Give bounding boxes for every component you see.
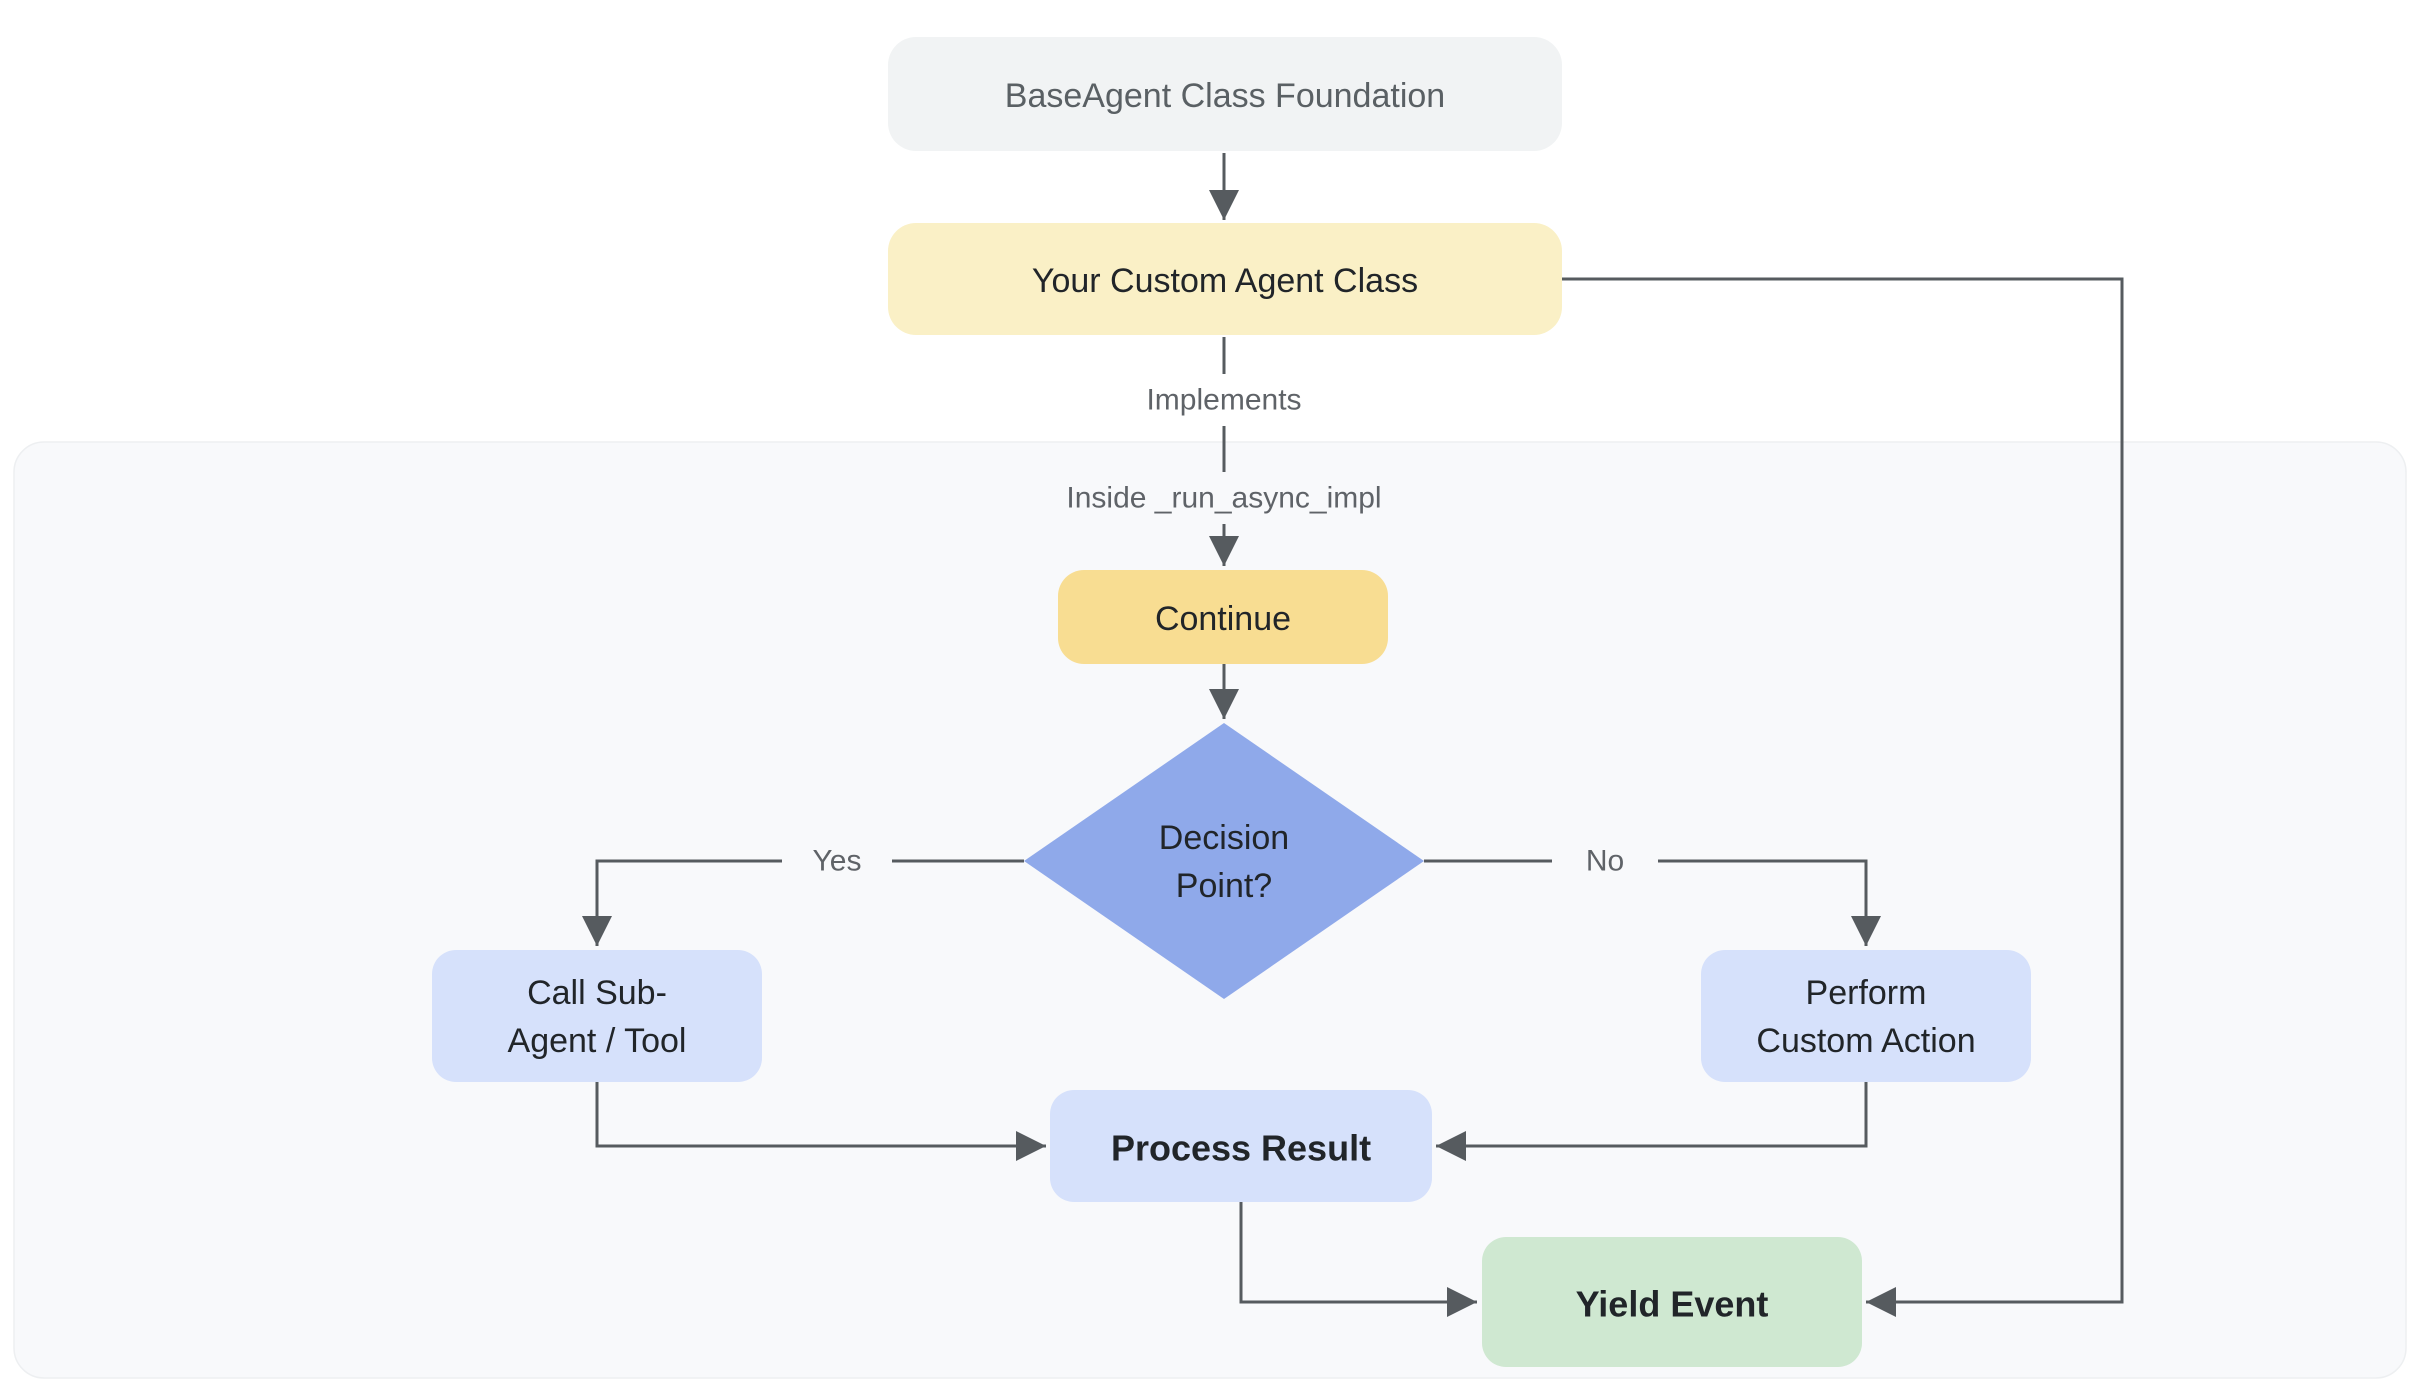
node-perform-custom-action: Perform Custom Action bbox=[1701, 950, 2031, 1082]
node-yield-event: Yield Event bbox=[1482, 1237, 1862, 1367]
edge-decision-no-seg2 bbox=[1658, 859, 1881, 946]
edge-label-no: No bbox=[1586, 845, 1624, 878]
edge-label-implements: Implements bbox=[1146, 384, 1301, 417]
edge-callsub-to-process bbox=[595, 1082, 1046, 1161]
node-call-sub-agent-label-line2: Agent / Tool bbox=[508, 1022, 687, 1060]
node-continue: Continue bbox=[1058, 570, 1388, 664]
node-yield-event-shape bbox=[1482, 1237, 1862, 1367]
node-base-agent-shape bbox=[888, 37, 1562, 151]
node-decision-point: Decision Point? bbox=[1024, 723, 1424, 999]
edge-label-inside-run-async-impl: Inside _run_async_impl bbox=[1066, 482, 1381, 515]
edge-perform-to-process bbox=[1436, 1082, 1868, 1161]
node-process-result-label: Process Result bbox=[1111, 1128, 1371, 1169]
node-perform-custom-action-shape bbox=[1701, 950, 2031, 1082]
node-base-agent: BaseAgent Class Foundation bbox=[888, 37, 1562, 151]
node-decision-label-line1: Decision bbox=[1159, 819, 1289, 857]
node-continue-label: Continue bbox=[1155, 600, 1291, 638]
node-decision-label-line2: Point? bbox=[1176, 867, 1272, 905]
node-perform-custom-action-label-line1: Perform bbox=[1806, 974, 1927, 1012]
edge-custom-to-yield-feedback bbox=[1562, 277, 2124, 1317]
node-perform-custom-action-label-line2: Custom Action bbox=[1756, 1022, 1975, 1060]
edge-process-to-yield bbox=[1239, 1202, 1477, 1317]
node-custom-agent: Your Custom Agent Class bbox=[888, 223, 1562, 335]
node-yield-event-label: Yield Event bbox=[1576, 1284, 1769, 1325]
edge-label-yes: Yes bbox=[813, 845, 862, 878]
edge-decision-yes-seg2 bbox=[582, 859, 782, 946]
node-decision-shape bbox=[1024, 723, 1424, 999]
node-call-sub-agent: Call Sub- Agent / Tool bbox=[432, 950, 762, 1082]
node-call-sub-agent-label-line1: Call Sub- bbox=[527, 974, 667, 1012]
node-custom-agent-shape bbox=[888, 223, 1562, 335]
node-continue-shape bbox=[1058, 570, 1388, 664]
node-process-result: Process Result bbox=[1050, 1090, 1432, 1202]
node-process-result-shape bbox=[1050, 1090, 1432, 1202]
node-custom-agent-label: Your Custom Agent Class bbox=[1032, 262, 1418, 300]
node-base-agent-label: BaseAgent Class Foundation bbox=[1005, 77, 1445, 115]
node-call-sub-agent-shape bbox=[432, 950, 762, 1082]
